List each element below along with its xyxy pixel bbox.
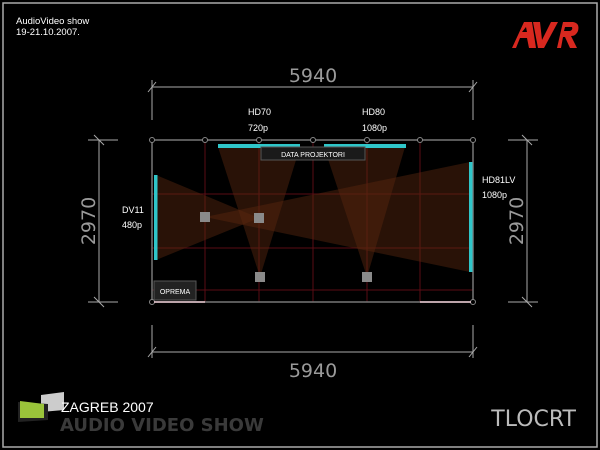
- hd81lv-model: HD81LV: [482, 175, 515, 185]
- top-dimension: [147, 80, 478, 120]
- projectors: [200, 212, 372, 282]
- projector-icon: [254, 213, 264, 223]
- show-logo-icon: [18, 392, 64, 422]
- screen-hd81lv: [469, 162, 473, 272]
- show-name: AUDIO VIDEO SHOW: [60, 415, 264, 436]
- event-name: AudioVideo show: [16, 16, 89, 27]
- projector-icon: [362, 272, 372, 282]
- bottom-width-label: 5940: [289, 360, 337, 382]
- projector-icon: [200, 212, 210, 222]
- projection-beams: [156, 147, 470, 277]
- equipment-box[interactable]: [153, 280, 197, 301]
- bottom-dimension: [147, 325, 478, 358]
- data-projectors-label: DATA PROJEKTORI: [281, 152, 345, 159]
- hd80-resolution: 1080p: [362, 123, 387, 133]
- screen-hd70: [218, 144, 300, 148]
- data-projectors-box: [260, 146, 366, 161]
- city-year: ZAGREB 2007: [61, 399, 154, 415]
- hd70-resolution: 720p: [248, 123, 268, 133]
- equipment-label: OPREMA: [160, 289, 191, 296]
- truss-nodes: [149, 137, 476, 305]
- hd70-model: HD70: [248, 107, 271, 117]
- dv11-model: DV11: [122, 205, 144, 215]
- top-width-label: 5940: [289, 65, 337, 87]
- screen-hd80: [324, 144, 406, 148]
- left-depth-label: 2970: [78, 197, 100, 245]
- left-dimension: [88, 134, 118, 308]
- avr-logo: [512, 22, 579, 48]
- dv11-resolution: 480p: [122, 220, 142, 230]
- right-dimension: [508, 134, 538, 308]
- screen-dv11: [154, 175, 158, 260]
- event-dates: 19-21.10.2007.: [16, 27, 80, 38]
- hd80-model: HD80: [362, 107, 385, 117]
- hd81lv-resolution: 1080p: [482, 190, 507, 200]
- right-depth-label: 2970: [506, 197, 528, 245]
- projector-icon: [255, 272, 265, 282]
- plan-title: TLOCRT: [490, 407, 576, 432]
